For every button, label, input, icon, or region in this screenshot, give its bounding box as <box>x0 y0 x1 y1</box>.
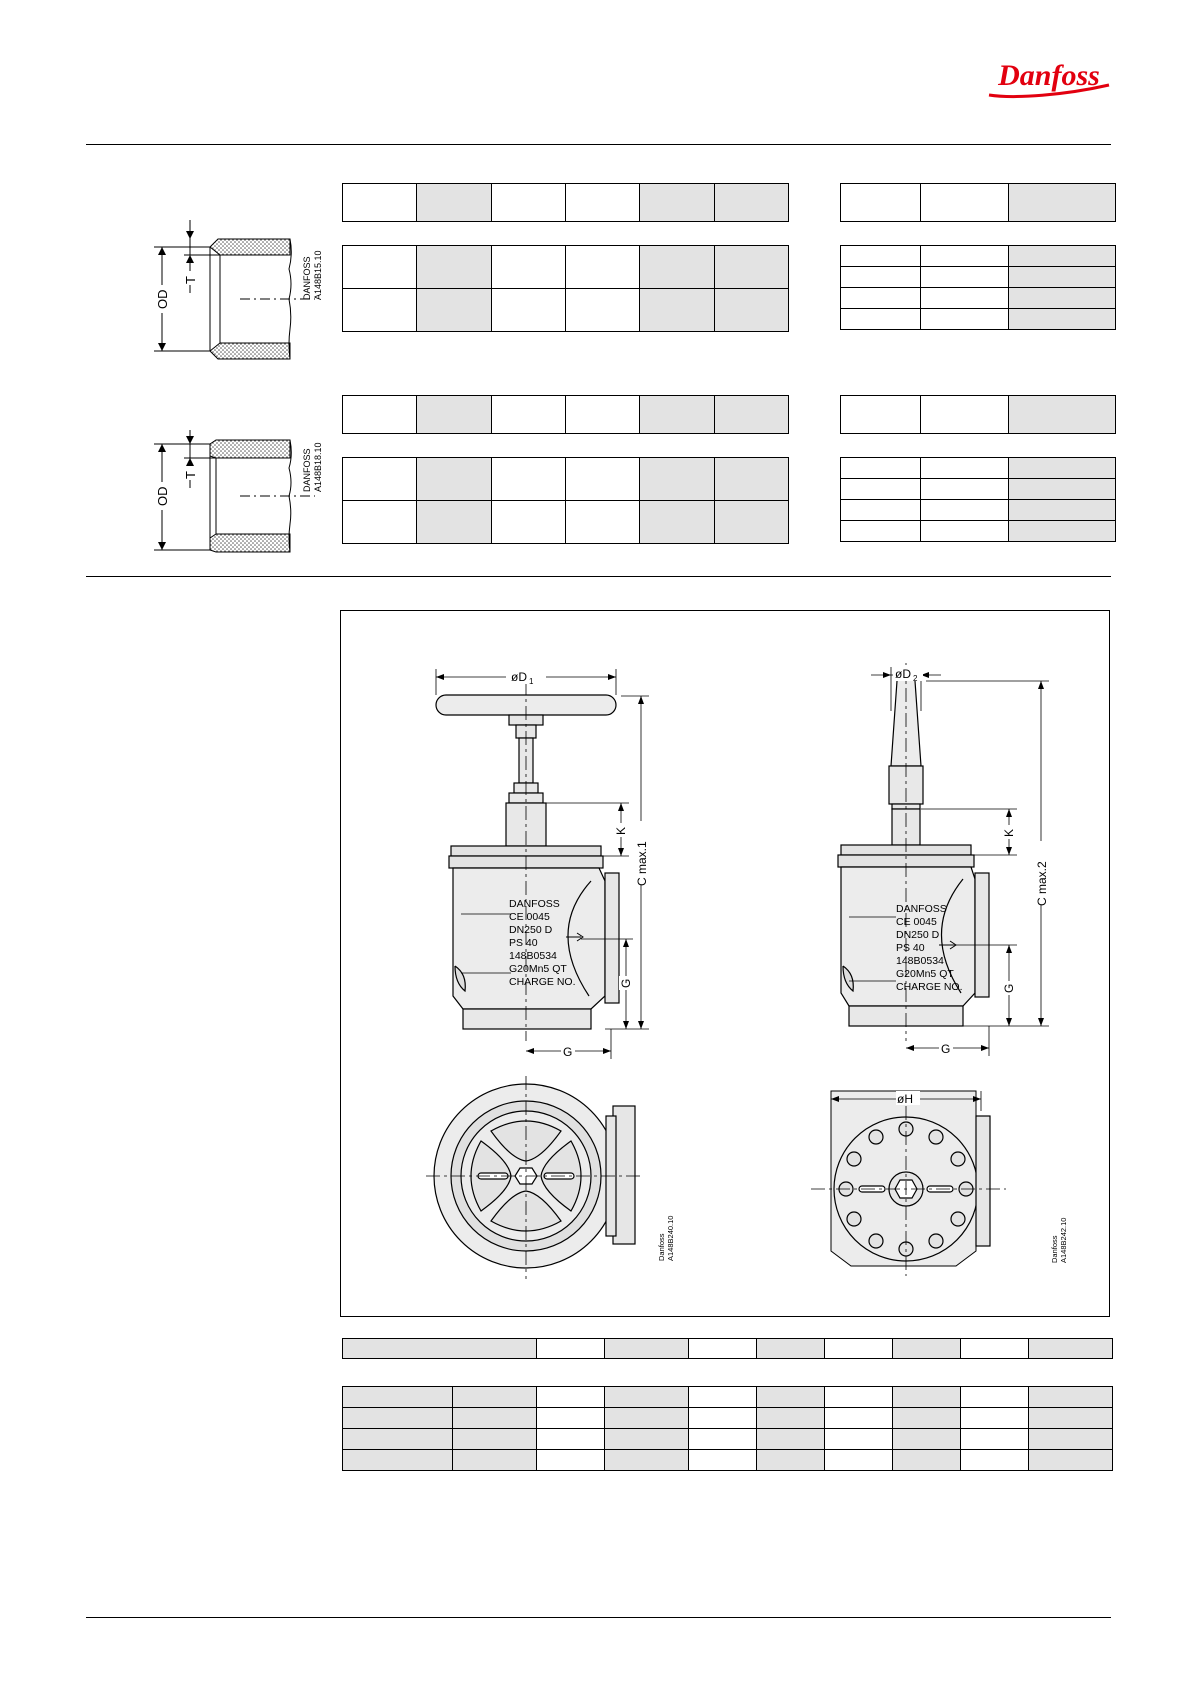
pipe-end-diagram-1: OD T DANFOSS A148B15.10 <box>152 220 323 360</box>
dim-k-left: K <box>614 827 628 835</box>
od-label: OD <box>155 487 170 507</box>
od-label: OD <box>155 290 170 310</box>
drawing-code-4: Danfoss <box>1050 1235 1059 1263</box>
dim-g-left-h: G <box>563 1045 572 1059</box>
nameplate-left-1: DANFOSS <box>509 898 560 910</box>
dim-g-left-v: G <box>619 979 633 988</box>
table-4-header <box>840 395 1116 434</box>
t-label: T <box>183 471 198 479</box>
svg-text:CHARGE NO.: CHARGE NO. <box>896 981 963 993</box>
svg-text:1: 1 <box>529 677 534 686</box>
bottom-rule <box>86 1617 1111 1618</box>
svg-text:A148B240.10: A148B240.10 <box>666 1216 675 1261</box>
dimension-table-header <box>342 1338 1113 1359</box>
svg-text:148B0534: 148B0534 <box>509 950 557 962</box>
t-label: T <box>183 276 198 284</box>
dim-d1: øD <box>511 670 527 684</box>
table-1-body <box>341 245 790 332</box>
drawing-code-3: Danfoss <box>657 1233 666 1261</box>
dim-cmax2: C max.2 <box>1035 861 1049 906</box>
svg-text:PS 40: PS 40 <box>896 942 925 954</box>
dim-cmax1: C max.1 <box>635 841 649 886</box>
svg-text:2: 2 <box>913 674 918 683</box>
drawing-code-2: DANFOSS <box>302 448 312 492</box>
dim-g-right-v: G <box>1002 984 1016 993</box>
svg-text:CE 0045: CE 0045 <box>509 911 550 923</box>
svg-text:DN250 D: DN250 D <box>509 924 553 936</box>
pipe-end-diagram-2: OD T DANFOSS A148B18.10 <box>152 430 323 553</box>
table-3-header <box>341 395 790 434</box>
svg-text:G20Mn5 QT: G20Mn5 QT <box>896 968 954 980</box>
svg-text:CHARGE NO.: CHARGE NO. <box>509 976 576 988</box>
dim-g-right-h: G <box>941 1042 950 1056</box>
svg-text:A148B15.10: A148B15.10 <box>313 250 323 300</box>
nameplate-right-1: DANFOSS <box>896 903 947 915</box>
table-1-header <box>341 183 790 222</box>
svg-text:A148B18.10: A148B18.10 <box>313 442 323 492</box>
dim-h: øH <box>897 1092 913 1106</box>
table-4-body <box>840 457 1116 542</box>
dim-d2: øD <box>895 667 911 681</box>
table-3-body <box>341 457 790 544</box>
table-2-header <box>840 183 1116 222</box>
svg-text:PS 40: PS 40 <box>509 937 538 949</box>
svg-text:G20Mn5 QT: G20Mn5 QT <box>509 963 567 975</box>
valve-drawing: øD 1 C max.1 K G G øD 2 C max.2 K G G øH… <box>426 663 1068 1279</box>
svg-text:CE 0045: CE 0045 <box>896 916 937 928</box>
valve-drawing-frame: øD 1 C max.1 K G G øD 2 C max.2 K G G øH… <box>340 610 1110 1317</box>
logo-text: Danfoss <box>997 59 1100 92</box>
middle-rule <box>86 576 1111 577</box>
dim-k-right: K <box>1002 829 1016 837</box>
top-rule <box>86 144 1111 145</box>
svg-text:DN250 D: DN250 D <box>896 929 940 941</box>
drawing-code-1: DANFOSS <box>302 256 312 300</box>
dimension-table-body <box>342 1386 1113 1471</box>
svg-text:148B0534: 148B0534 <box>896 955 944 967</box>
svg-text:A148B242.10: A148B242.10 <box>1059 1218 1068 1263</box>
table-2-body <box>840 245 1116 330</box>
danfoss-logo: Danfoss <box>988 59 1110 99</box>
